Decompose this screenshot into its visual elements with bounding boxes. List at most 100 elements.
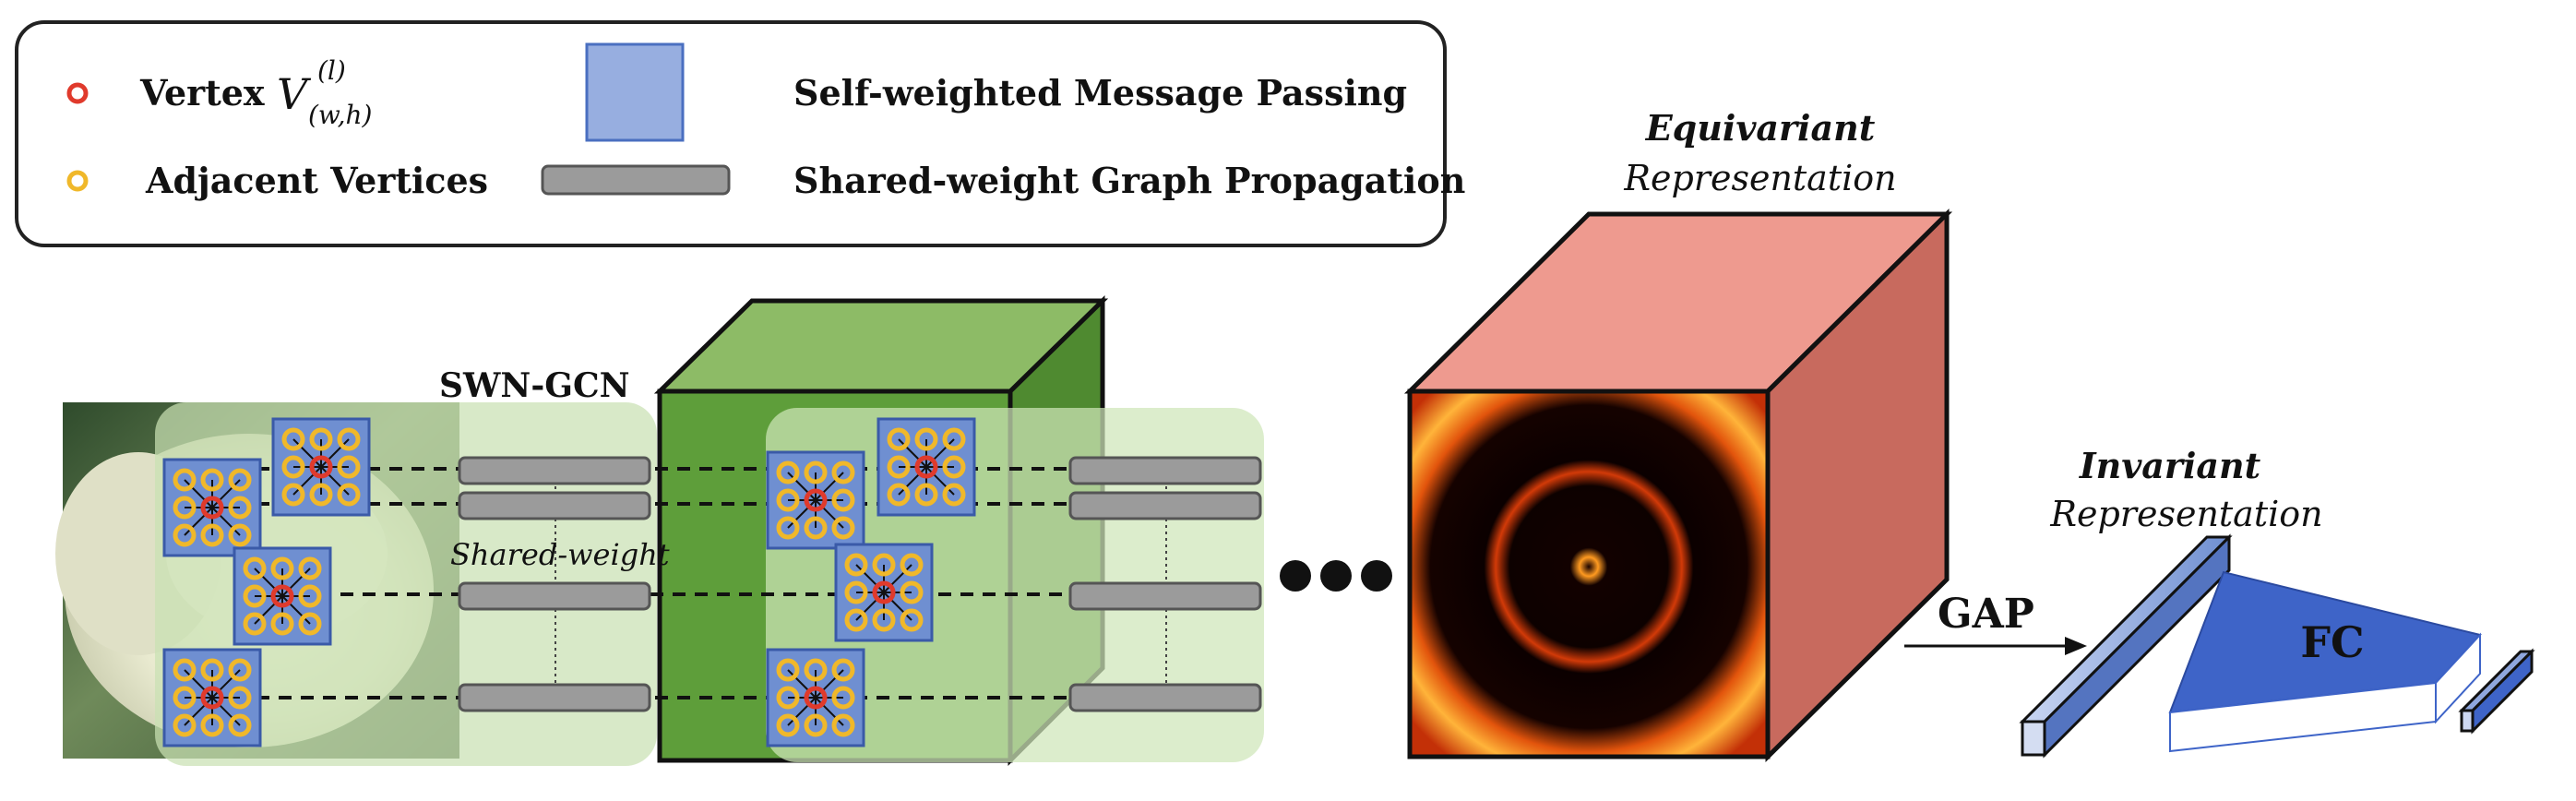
adjacent-vertex xyxy=(228,686,252,710)
fc-layer xyxy=(2168,570,2482,753)
adjacent-vertex xyxy=(844,608,868,632)
adjacent-vertex xyxy=(776,713,800,737)
vertex-patch xyxy=(271,417,371,517)
swn-gcn-label: SWN-GCN xyxy=(439,366,630,405)
adjacent-vertex xyxy=(298,556,322,580)
vertex-patch xyxy=(877,417,976,517)
adjacent-vertex xyxy=(281,483,305,507)
propagation-bar xyxy=(1068,581,1262,611)
vertex-legend-icon xyxy=(66,82,89,104)
gap-label: GAP xyxy=(1938,591,2034,638)
adjacent-vertex xyxy=(309,427,333,451)
vertex-symbol: V xyxy=(277,69,312,119)
message-passing-legend-icon xyxy=(585,42,685,142)
vertex-patches xyxy=(162,417,976,747)
adjacent-vertex xyxy=(872,553,896,577)
adjacent-vertex xyxy=(900,608,924,632)
legend-graph-propagation-label: Shared-weight Graph Propagation xyxy=(793,160,1465,201)
propagation-bar xyxy=(458,491,651,520)
adjacent-vertex xyxy=(281,455,305,479)
adjacent-vertex xyxy=(872,608,896,632)
adjacent-vertex xyxy=(337,455,361,479)
adjacent-vertex xyxy=(200,713,224,737)
vertex-symbol-superscript: (l) xyxy=(317,55,346,86)
adjacent-vertex xyxy=(173,468,197,492)
adjacent-vertex xyxy=(173,523,197,547)
propagation-bar xyxy=(1068,491,1262,520)
adjacent-vertex xyxy=(831,516,855,540)
adjacent-vertex xyxy=(243,556,267,580)
adjacent-vertex xyxy=(200,658,224,682)
adjacent-vertex xyxy=(200,523,224,547)
adjacent-vertex xyxy=(844,580,868,604)
gap-arrow xyxy=(1904,637,2087,655)
center-vertex xyxy=(872,580,896,604)
adjacent-vertex xyxy=(914,427,938,451)
adjacent-vertex xyxy=(776,658,800,682)
invariant-title: Invariant xyxy=(2079,445,2261,486)
adjacent-vertex xyxy=(337,483,361,507)
adjacent-vertex xyxy=(173,658,197,682)
adjacent-vertex xyxy=(887,483,911,507)
adjacent-vertex xyxy=(281,427,305,451)
adjacent-vertex xyxy=(173,686,197,710)
graph-propagation-legend-icon xyxy=(541,164,731,196)
center-vertex xyxy=(200,686,224,710)
output-vector xyxy=(2458,648,2535,735)
vertex-patch xyxy=(766,450,865,550)
adjacent-vertex xyxy=(831,488,855,512)
adjacent-vertex xyxy=(831,686,855,710)
propagation-bar xyxy=(458,683,651,712)
graph-propagation-bars xyxy=(458,456,1262,712)
adjacent-vertex xyxy=(942,455,966,479)
adjacent-vertex xyxy=(887,427,911,451)
adjacent-vertex xyxy=(900,580,924,604)
adjacent-vertex xyxy=(804,516,828,540)
adjacent-vertex xyxy=(831,658,855,682)
center-vertex xyxy=(309,455,333,479)
adjacent-vertex xyxy=(228,468,252,492)
adjacent-vertex xyxy=(804,658,828,682)
fc-label: FC xyxy=(2300,617,2364,667)
adjacent-vertex xyxy=(270,612,294,636)
adjacent-vertex xyxy=(243,584,267,608)
adjacent-vertex xyxy=(309,483,333,507)
adjacent-vertex xyxy=(831,713,855,737)
adjacent-vertex xyxy=(844,553,868,577)
propagation-bar xyxy=(1068,683,1262,712)
propagation-bar xyxy=(458,581,651,611)
adjacent-vertex xyxy=(942,427,966,451)
vertex-patch xyxy=(162,648,262,747)
adjacent-vertex xyxy=(228,496,252,520)
center-vertex xyxy=(804,686,828,710)
adjacent-vertex xyxy=(776,516,800,540)
legend: Vertex V (l) (w,h) Adjacent Vertices Sel… xyxy=(15,20,1465,247)
adjacent-vertex xyxy=(173,496,197,520)
invariant-subtitle: Representation xyxy=(2049,494,2322,534)
vertex-patch xyxy=(162,458,262,557)
invariant-vector xyxy=(2019,533,2233,759)
adjacent-vertex xyxy=(887,455,911,479)
legend-box xyxy=(15,20,1447,247)
adjacent-vertex xyxy=(228,658,252,682)
adjacent-vertex xyxy=(173,713,197,737)
adjacent-vertex xyxy=(900,553,924,577)
adjacent-vertex-legend-icon xyxy=(66,170,89,192)
equivariant-cube xyxy=(1403,209,1953,762)
vertex-patch xyxy=(233,546,332,646)
propagation-bar xyxy=(1068,456,1262,485)
adjacent-vertex xyxy=(228,713,252,737)
adjacent-vertex xyxy=(298,612,322,636)
adjacent-vertex xyxy=(776,460,800,484)
center-vertex xyxy=(200,496,224,520)
adjacent-vertex xyxy=(942,483,966,507)
center-vertex xyxy=(914,455,938,479)
legend-adjacent-label: Adjacent Vertices xyxy=(145,160,488,201)
equivariant-subtitle: Representation xyxy=(1623,158,1896,198)
adjacent-vertex xyxy=(270,556,294,580)
equivariant-title: Equivariant xyxy=(1645,107,1876,149)
adjacent-vertex xyxy=(228,523,252,547)
adjacent-vertex xyxy=(804,713,828,737)
adjacent-vertex xyxy=(337,427,361,451)
legend-message-passing-label: Self-weighted Message Passing xyxy=(793,72,1407,114)
